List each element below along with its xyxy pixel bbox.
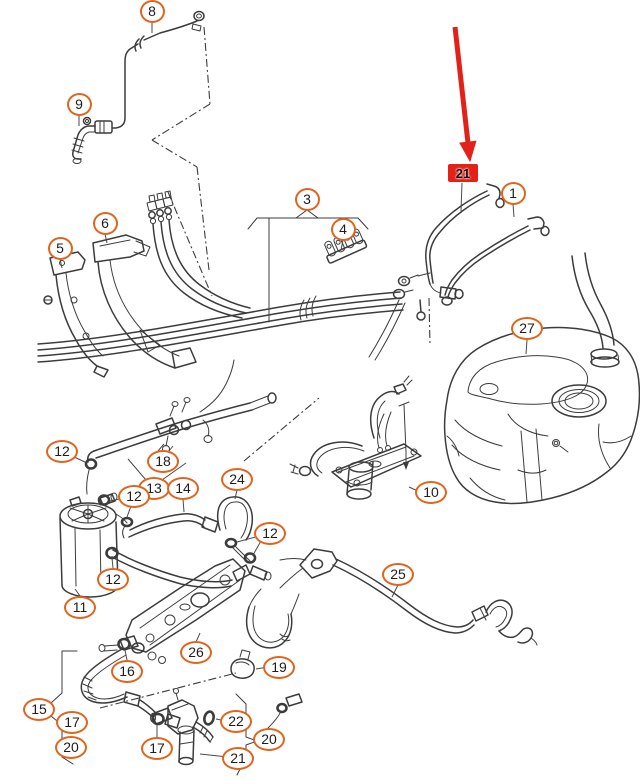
callout-1[interactable]: 1 bbox=[500, 181, 526, 205]
u-hose-art bbox=[245, 588, 300, 649]
hose-25-art bbox=[279, 548, 538, 646]
callout-17[interactable]: 17 bbox=[141, 736, 173, 760]
callout-18[interactable]: 18 bbox=[147, 449, 179, 473]
callout-22[interactable]: 22 bbox=[220, 709, 252, 733]
fuel-pipe-8-art bbox=[94, 10, 205, 134]
callout-20[interactable]: 20 bbox=[55, 735, 87, 759]
clip-19-art bbox=[230, 649, 255, 679]
callout-26[interactable]: 26 bbox=[180, 640, 212, 664]
mount-bracket-6-art bbox=[92, 234, 197, 369]
callout-24[interactable]: 24 bbox=[221, 467, 253, 491]
mount-bracket-5-art bbox=[43, 251, 109, 378]
elbow-connector-9-art bbox=[71, 116, 96, 164]
callout-3[interactable]: 3 bbox=[294, 187, 320, 211]
callout-5[interactable]: 5 bbox=[47, 236, 73, 260]
highlighted-callout[interactable]: 21 bbox=[448, 164, 478, 182]
callout-27[interactable]: 27 bbox=[511, 316, 543, 340]
callout-10[interactable]: 10 bbox=[415, 480, 447, 504]
callout-16[interactable]: 16 bbox=[111, 659, 143, 683]
callout-4[interactable]: 4 bbox=[330, 217, 356, 241]
callout-21[interactable]: 21 bbox=[222, 746, 254, 770]
callout-6[interactable]: 6 bbox=[92, 211, 118, 235]
callout-15[interactable]: 15 bbox=[23, 697, 55, 721]
hose-assembly-18-art bbox=[84, 359, 277, 495]
fuel-line-1-art bbox=[441, 216, 550, 306]
fuel-pump-10-art bbox=[289, 375, 422, 500]
fuel-filter-11-art bbox=[59, 492, 134, 598]
bracket-lines-item3 bbox=[247, 209, 369, 323]
callout-12[interactable]: 12 bbox=[46, 439, 78, 463]
callout-8[interactable]: 8 bbox=[139, 0, 165, 23]
callout-14[interactable]: 14 bbox=[167, 476, 199, 500]
construction-lines bbox=[99, 26, 431, 709]
callout-11[interactable]: 11 bbox=[64, 595, 96, 619]
callout-20[interactable]: 20 bbox=[253, 727, 285, 751]
leader-lines bbox=[59, 22, 528, 758]
callout-12[interactable]: 12 bbox=[254, 521, 286, 545]
callout-25[interactable]: 25 bbox=[382, 562, 414, 586]
callout-12[interactable]: 12 bbox=[97, 567, 129, 591]
callout-19[interactable]: 19 bbox=[263, 655, 295, 679]
fuel-line-21-art bbox=[417, 183, 505, 300]
callout-12[interactable]: 12 bbox=[118, 484, 150, 508]
fuel-pipes-bundle-art bbox=[37, 190, 426, 363]
hose-14-and-loop-24-art bbox=[111, 496, 272, 589]
callout-9[interactable]: 9 bbox=[66, 92, 92, 116]
callout-17[interactable]: 17 bbox=[56, 710, 88, 734]
mount-plate-26-art bbox=[98, 558, 246, 664]
